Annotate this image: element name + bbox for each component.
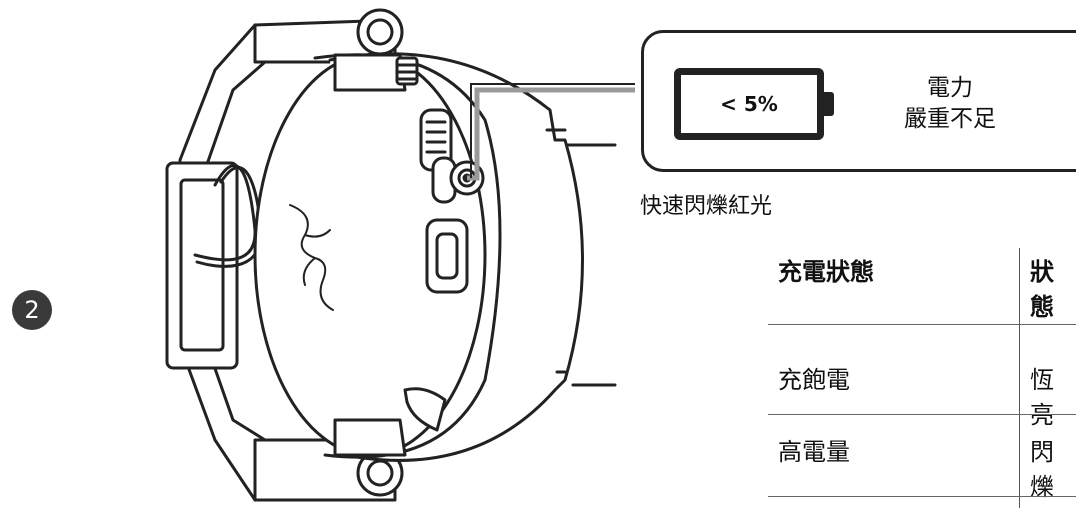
table-header-charge-status: 充電狀態 xyxy=(778,258,874,286)
led-behavior-caption: 快速閃爍紅光 xyxy=(640,194,773,219)
table-cell-row2-status: 高電量 xyxy=(778,438,850,466)
table-divider xyxy=(768,496,1076,497)
callout-line-1: 電力 xyxy=(927,75,973,101)
step-number-badge: 2 xyxy=(12,290,52,330)
battery-status-callout: < 5% 電力 嚴重不足 xyxy=(641,30,1076,172)
callout-line-2: 嚴重不足 xyxy=(904,106,996,132)
table-column-divider xyxy=(1019,248,1020,508)
table-divider xyxy=(768,324,1076,325)
razer-logo-icon xyxy=(289,204,334,311)
callout-text: 電力 嚴重不足 xyxy=(880,73,1020,135)
headset-earcup-illustration xyxy=(165,8,635,502)
battery-level-label: < 5% xyxy=(720,92,778,116)
table-cell-row1-state: 恆亮 xyxy=(1030,366,1054,429)
battery-icon: < 5% xyxy=(674,68,838,140)
table-cell-row2-state: 閃爍 xyxy=(1030,438,1054,501)
table-cell-row1-status: 充飽電 xyxy=(778,366,850,394)
table-header-state: 狀態 xyxy=(1030,258,1054,321)
usb-c-port-icon xyxy=(425,218,469,294)
table-divider xyxy=(768,414,1076,415)
